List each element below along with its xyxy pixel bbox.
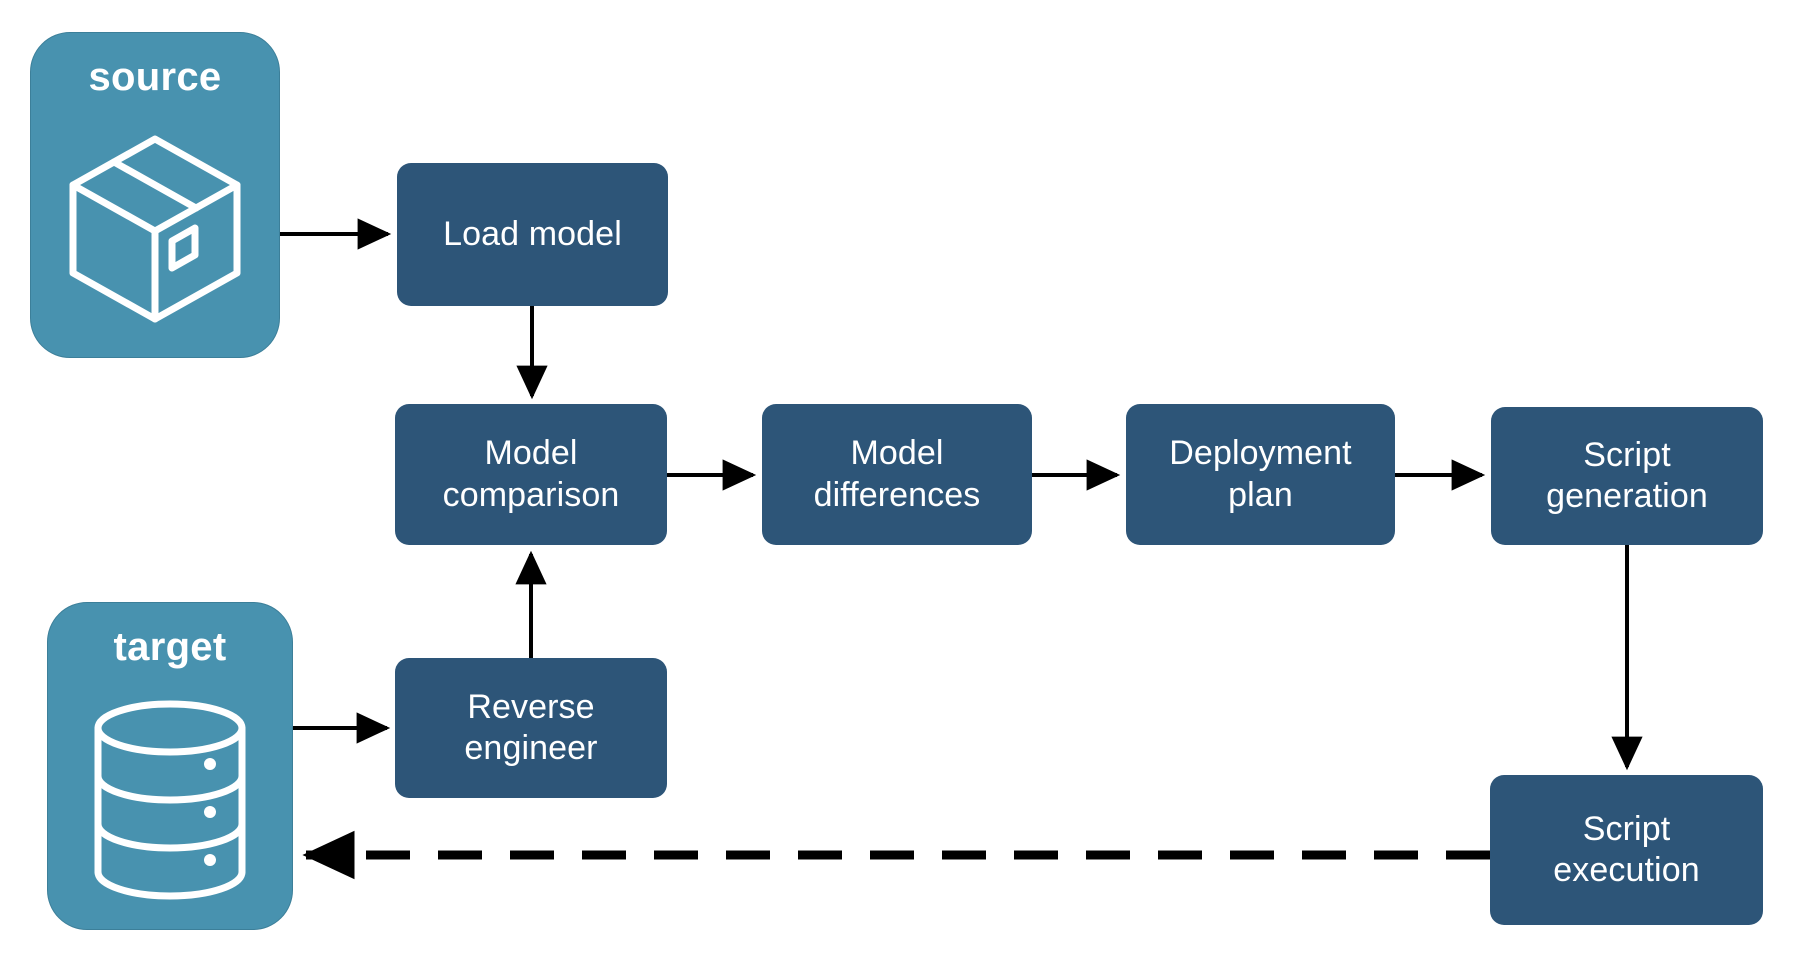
process-deployment-plan-line-1: Deployment bbox=[1169, 434, 1352, 473]
process-reverse-engineer-line-2: engineer bbox=[464, 729, 598, 767]
package-box-icon bbox=[31, 100, 279, 357]
process-script-execution-line-1: Script bbox=[1582, 809, 1671, 848]
process-script-generation[interactable]: Script generation bbox=[1491, 407, 1763, 545]
process-model-comparison-line-1: Model bbox=[484, 434, 578, 473]
endpoint-target[interactable]: target bbox=[47, 602, 293, 930]
process-model-comparison-line-2: comparison bbox=[442, 475, 620, 514]
process-model-differences-line-2: differences bbox=[813, 475, 981, 514]
process-load-model-line-1: Load model bbox=[443, 214, 622, 253]
process-reverse-engineer[interactable]: Reverse engineer bbox=[395, 658, 667, 798]
process-script-generation-line-2: generation bbox=[1546, 477, 1708, 515]
process-model-differences[interactable]: Model differences bbox=[762, 404, 1032, 545]
endpoint-target-label: target bbox=[113, 625, 227, 669]
endpoint-source-label: source bbox=[88, 55, 222, 99]
process-reverse-engineer-line-1: Reverse bbox=[467, 687, 595, 726]
process-deployment-plan[interactable]: Deployment plan bbox=[1126, 404, 1395, 545]
process-script-generation-line-1: Script bbox=[1583, 435, 1671, 474]
process-script-execution-line-2: execution bbox=[1553, 851, 1700, 889]
process-deployment-plan-line-2: plan bbox=[1228, 475, 1293, 514]
endpoint-source[interactable]: source bbox=[30, 32, 280, 358]
process-model-differences-line-1: Model bbox=[850, 434, 944, 473]
database-cylinder-icon bbox=[48, 670, 292, 929]
process-load-model[interactable]: Load model bbox=[397, 163, 668, 306]
process-script-execution[interactable]: Script execution bbox=[1490, 775, 1763, 925]
process-model-comparison[interactable]: Model comparison bbox=[395, 404, 667, 545]
